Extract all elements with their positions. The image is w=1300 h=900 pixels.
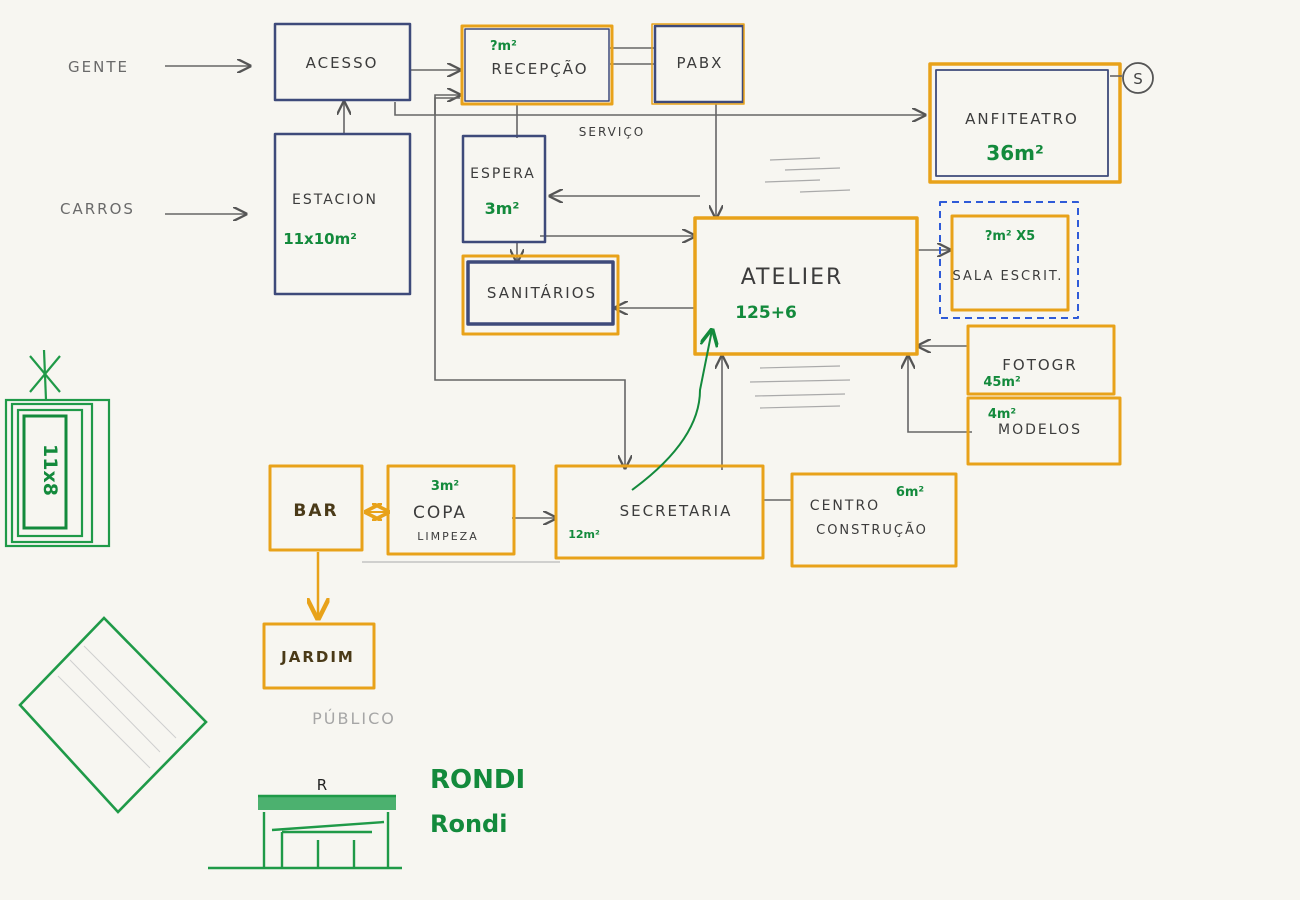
sala-label: SALA ESCRIT. (953, 269, 1064, 284)
fotogr-label: FOTOGR (1002, 356, 1077, 374)
sala-area: ?m² X5 (985, 229, 1035, 244)
publico-label: PÚBLICO (312, 709, 396, 728)
modelos-label: MODELOS (998, 422, 1082, 438)
modelos-box (966, 396, 1122, 466)
room-boxes (262, 22, 1122, 690)
secretaria-label: SECRETARIA (620, 502, 733, 520)
sanitarios-label: SANITÁRIOS (487, 283, 597, 302)
cars-label: CARROS (60, 200, 135, 218)
espera-label: ESPERA (470, 166, 536, 182)
estacion-label: ESTACION (292, 192, 378, 208)
espera-area: 3m² (485, 199, 520, 218)
copa-label: COPA (413, 503, 467, 523)
fotogr-box (966, 324, 1116, 396)
pabx-box (653, 24, 745, 104)
copa-sub-label: LIMPEZA (417, 530, 479, 543)
jardim-label: JARDIM (280, 648, 355, 666)
service-line (394, 102, 925, 115)
secretaria-area: 12m² (568, 528, 600, 541)
recepcao-inner (464, 28, 610, 102)
signature-line-1: RONDI (430, 765, 525, 795)
acesso-label: ACESSO (306, 54, 379, 72)
bar-label: BAR (293, 501, 338, 521)
centro-area: 6m² (896, 485, 924, 500)
vertical-box-sketch (4, 349, 111, 548)
servico-label: SERVIÇO (579, 125, 645, 139)
pabx-orange (651, 23, 745, 105)
copa-area: 3m² (431, 479, 459, 494)
hatching (749, 157, 851, 409)
pabx-label: PABX (677, 54, 724, 72)
anfiteatro-area: 36m² (986, 141, 1043, 165)
espera-box (461, 134, 547, 244)
recepcao-area: ?m² (490, 39, 517, 54)
left-corridor (434, 97, 625, 468)
green-secretaria-to-atelier (631, 330, 712, 491)
anfiteatro-box (928, 62, 1122, 184)
anfiteatro-inner (935, 69, 1109, 177)
fotogr-area: 45m² (983, 375, 1020, 390)
sanitarios-box (461, 254, 620, 336)
estacion-box (273, 132, 412, 296)
bar-box (268, 464, 364, 552)
recepcao-label: RECEPÇÃO (491, 59, 588, 78)
atelier-box (693, 216, 919, 356)
jardim-box (262, 622, 376, 690)
elevation-mark: R (317, 776, 327, 794)
centro-sub-label: CONSTRUÇÃO (816, 522, 928, 538)
modelos-area: 4m² (988, 407, 1016, 422)
sanitarios-inner (466, 260, 615, 326)
s-marker: S (1110, 62, 1154, 94)
elevation-sketch: R (208, 776, 402, 870)
rotated-box-label: 11x8 (39, 444, 61, 496)
signature-line-2: Rondi (430, 810, 507, 838)
atelier-area: 125+6 (735, 303, 797, 323)
recepcao-box (460, 24, 614, 106)
acesso-box (273, 22, 412, 102)
centro-label: CENTRO (810, 498, 880, 514)
estacion-area: 11x10m² (283, 230, 357, 248)
atelier-label: ATELIER (741, 265, 844, 290)
recepcao-pabx-link (610, 47, 655, 65)
svg-text:S: S (1133, 70, 1143, 88)
anfiteatro-label: ANFITEATRO (965, 110, 1079, 128)
diamond-sketch (18, 616, 208, 814)
sala-dashed (939, 201, 1079, 319)
connectors (165, 47, 972, 563)
people-label: GENTE (68, 58, 129, 76)
sala-box (950, 214, 1070, 312)
centro-box (790, 472, 958, 568)
modelos-to-atelier (908, 356, 972, 433)
